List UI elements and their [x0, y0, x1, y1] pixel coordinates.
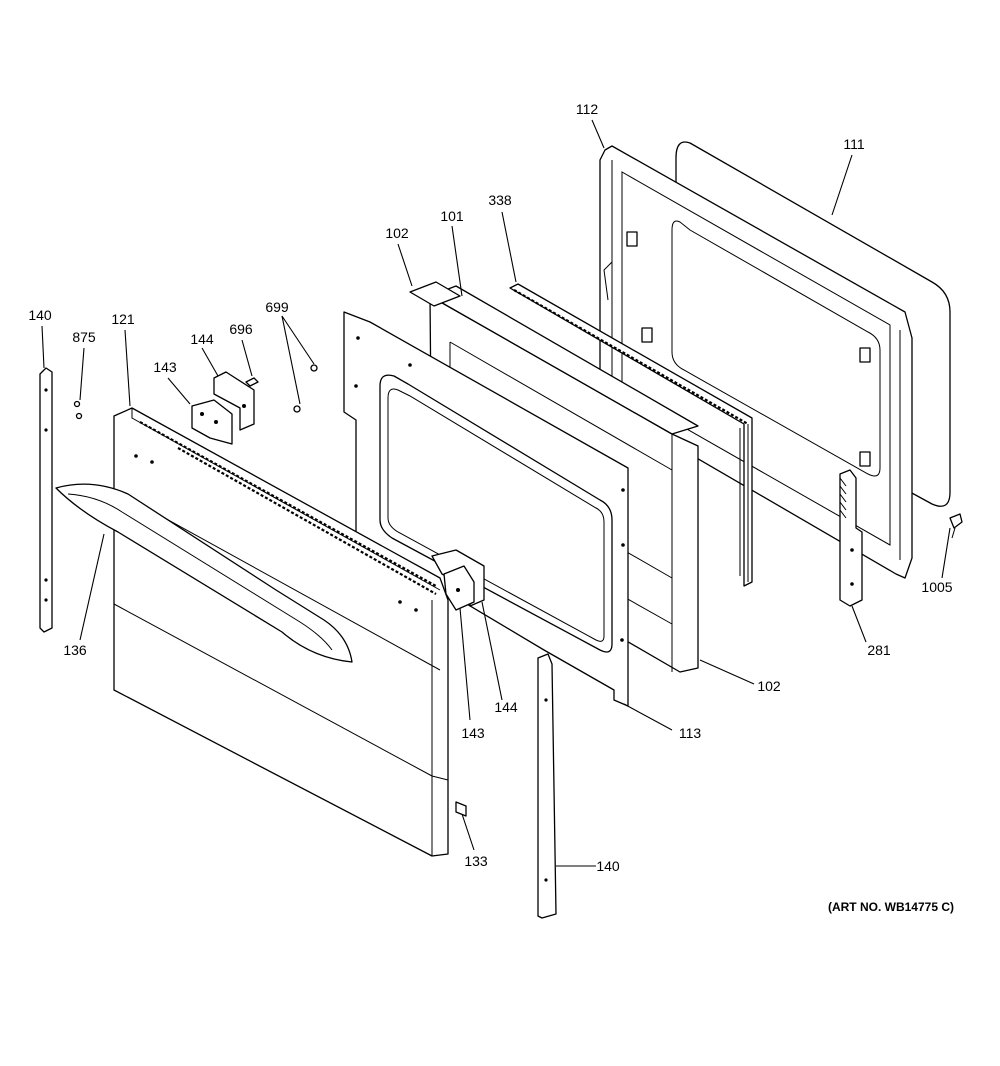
part-696-clip[interactable]: [245, 377, 259, 387]
callout-140-bottom: 140: [596, 858, 620, 874]
part-1005-screw[interactable]: [949, 513, 963, 539]
callout-699: 699: [265, 299, 289, 315]
callout-112: 112: [576, 101, 599, 117]
callout-144-top: 144: [190, 331, 214, 347]
callout-696: 696: [229, 321, 253, 337]
callout-111: 111: [843, 136, 864, 152]
art-number: (ART NO. WB14775 C): [828, 900, 954, 914]
part-281-door-hinge[interactable]: [839, 469, 863, 607]
part-140-side-trim-right[interactable]: [537, 653, 557, 919]
callout-1005: 1005: [921, 579, 952, 595]
callout-281: 281: [867, 642, 891, 658]
part-112-inner-door-frame[interactable]: [599, 145, 913, 579]
callout-102-bottom: 102: [757, 678, 781, 694]
part-113-inner-door-panel[interactable]: [343, 311, 629, 707]
callout-875: 875: [72, 329, 96, 345]
part-133-spacer[interactable]: [455, 801, 467, 817]
part-143-hinge-plate-right[interactable]: [443, 565, 475, 611]
part-699-screws[interactable]: [293, 364, 318, 413]
callout-140-left: 140: [28, 307, 52, 323]
callout-144-bottom: 144: [494, 699, 518, 715]
part-338-door-insulation[interactable]: [509, 283, 753, 587]
callout-121: 121: [111, 311, 135, 327]
part-143-hinge-plate-left[interactable]: [191, 399, 233, 445]
callout-143-top: 143: [153, 359, 177, 375]
callout-133: 133: [464, 853, 488, 869]
callout-143-bottom: 143: [461, 725, 485, 741]
callout-136: 136: [63, 642, 87, 658]
callout-113: 113: [679, 725, 702, 741]
part-136-door-handle[interactable]: [55, 483, 353, 663]
part-102-top-insulation-strip[interactable]: [409, 281, 461, 307]
part-140-side-trim-left[interactable]: [39, 367, 53, 633]
callout-102-top: 102: [385, 225, 409, 241]
part-875-screws[interactable]: [73, 400, 83, 420]
callout-338: 338: [488, 192, 512, 208]
part-144-hinge-bracket-left[interactable]: [213, 371, 255, 431]
callout-101: 101: [440, 208, 464, 224]
leader-lines: [41, 119, 951, 867]
